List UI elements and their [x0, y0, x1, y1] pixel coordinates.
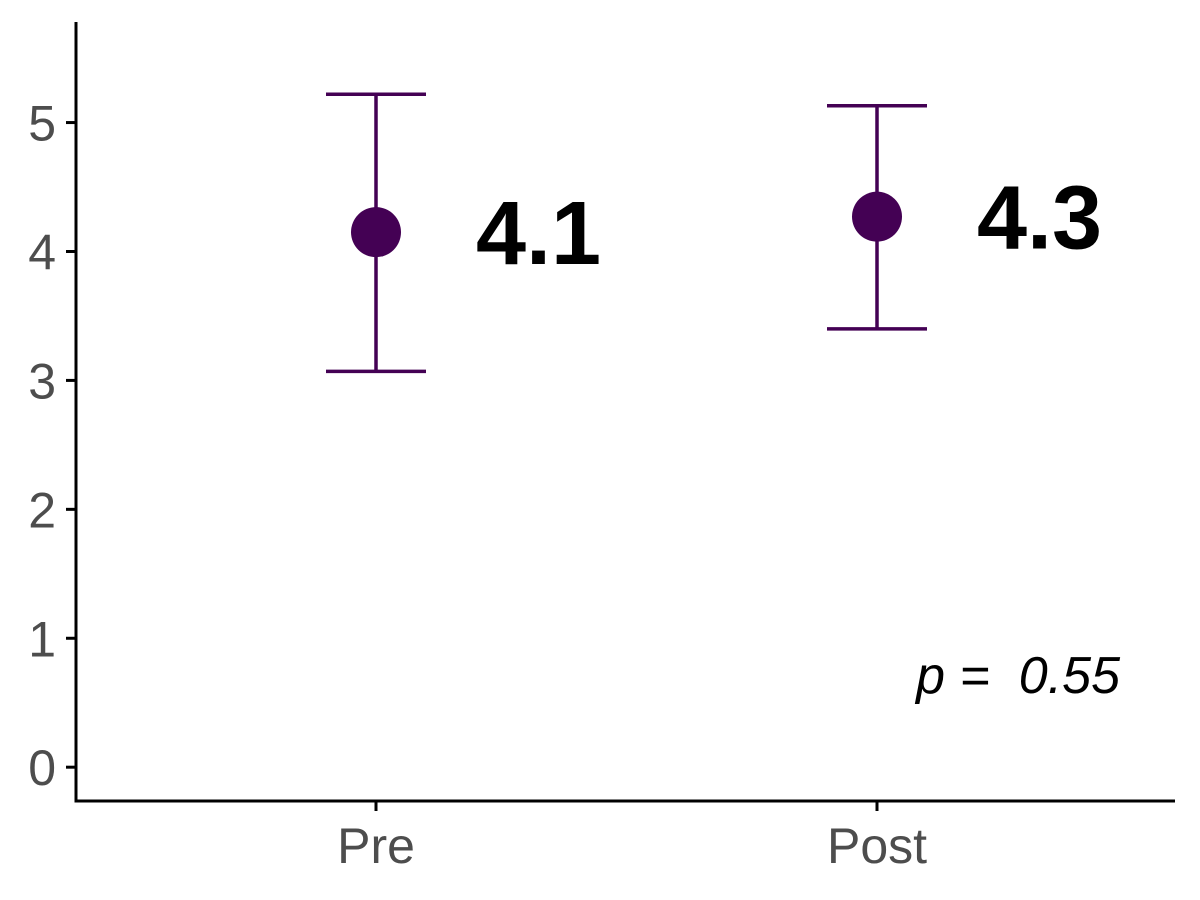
- y-tick-label: 2: [28, 482, 56, 538]
- mean-point: [351, 207, 401, 258]
- plot-marks: 4.1 4.3: [326, 92, 1102, 374]
- y-axis: 0 1 2 3 4 5: [28, 22, 78, 802]
- value-label: 4.3: [977, 169, 1102, 269]
- y-tick-label: 1: [28, 611, 56, 667]
- y-ticks: 0 1 2 3 4 5: [28, 96, 76, 796]
- y-tick-label: 5: [28, 96, 56, 152]
- x-ticks: Pre Post: [337, 801, 927, 874]
- value-label: 4.1: [476, 184, 601, 284]
- p-value-annotation: p = 0.55: [914, 647, 1121, 705]
- x-tick-label: Pre: [337, 818, 415, 874]
- x-axis: Pre Post: [74, 799, 1175, 874]
- y-tick-label: 0: [28, 740, 56, 796]
- y-tick-label: 4: [28, 224, 56, 280]
- p-symbol: p: [914, 647, 945, 705]
- mean-point: [852, 191, 902, 242]
- y-tick-label: 3: [28, 353, 56, 409]
- p-value-text: = 0.55: [945, 647, 1121, 705]
- x-tick-label: Post: [827, 818, 927, 874]
